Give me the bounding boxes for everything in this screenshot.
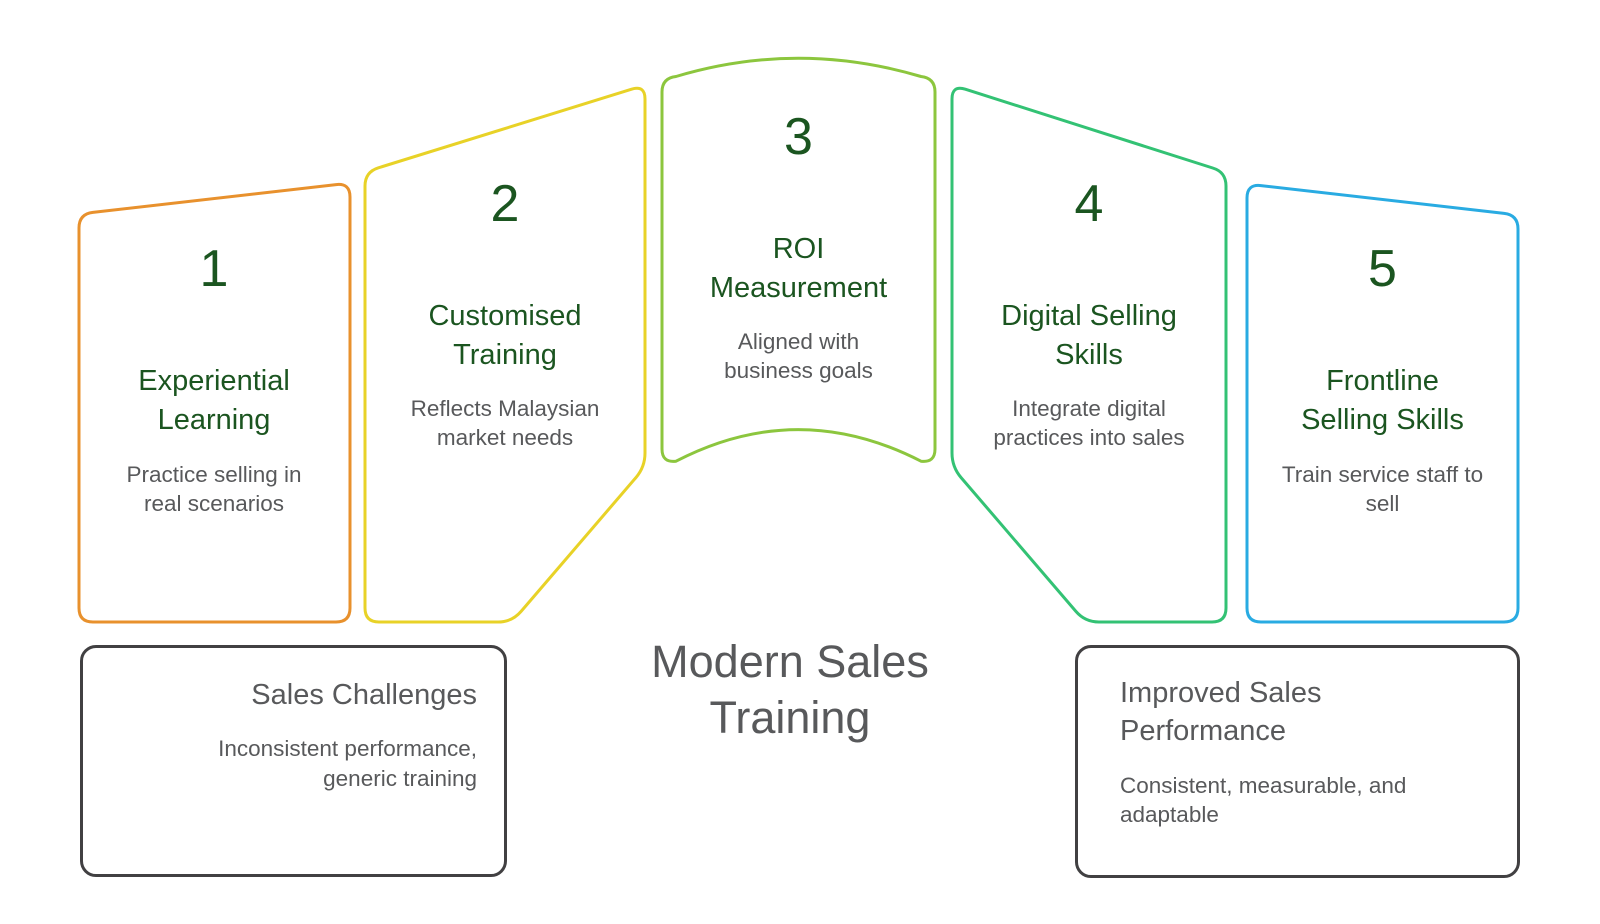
page-title: Modern Sales Training: [651, 636, 929, 744]
improved-sales-performance-box: Improved Sales Performance Consistent, m…: [1075, 645, 1520, 878]
step-3-number: 3: [784, 108, 813, 166]
improved-sales-performance-description: Consistent, measurable, and adaptable: [1120, 772, 1407, 828]
step-2-outline: [363, 86, 647, 624]
step-2-number: 2: [490, 175, 520, 233]
step-5-description: Train service staff to sell: [1281, 462, 1484, 517]
step-1-description: Practice selling in real scenarios: [126, 462, 302, 517]
step-4-title: Digital Selling Skills: [1001, 300, 1177, 372]
step-5-outline: [1245, 183, 1520, 624]
step-5-title: Frontline Selling Skills: [1301, 365, 1464, 437]
step-3-outline: [660, 56, 937, 463]
step-1-outline: [77, 182, 352, 624]
improved-sales-performance-title: Improved Sales Performance: [1120, 677, 1322, 748]
step-4-number: 4: [1074, 175, 1104, 233]
step-3-description: Aligned with business goals: [724, 329, 873, 384]
step-2-description: Reflects Malaysian market needs: [410, 396, 600, 451]
step-1-title: Experiential Learning: [138, 365, 290, 437]
sales-challenges-description: Inconsistent performance, generic traini…: [218, 736, 477, 791]
sales-challenges-box: Sales Challenges Inconsistent performanc…: [80, 645, 507, 877]
step-4-description: Integrate digital practices into sales: [993, 396, 1185, 451]
step-2-title: Customised Training: [428, 300, 582, 372]
sales-challenges-title: Sales Challenges: [251, 679, 477, 711]
step-1-number: 1: [199, 240, 229, 298]
step-4-outline: [950, 86, 1228, 624]
step-3-title: ROI Measurement: [709, 233, 888, 305]
step-5-number: 5: [1368, 240, 1397, 298]
